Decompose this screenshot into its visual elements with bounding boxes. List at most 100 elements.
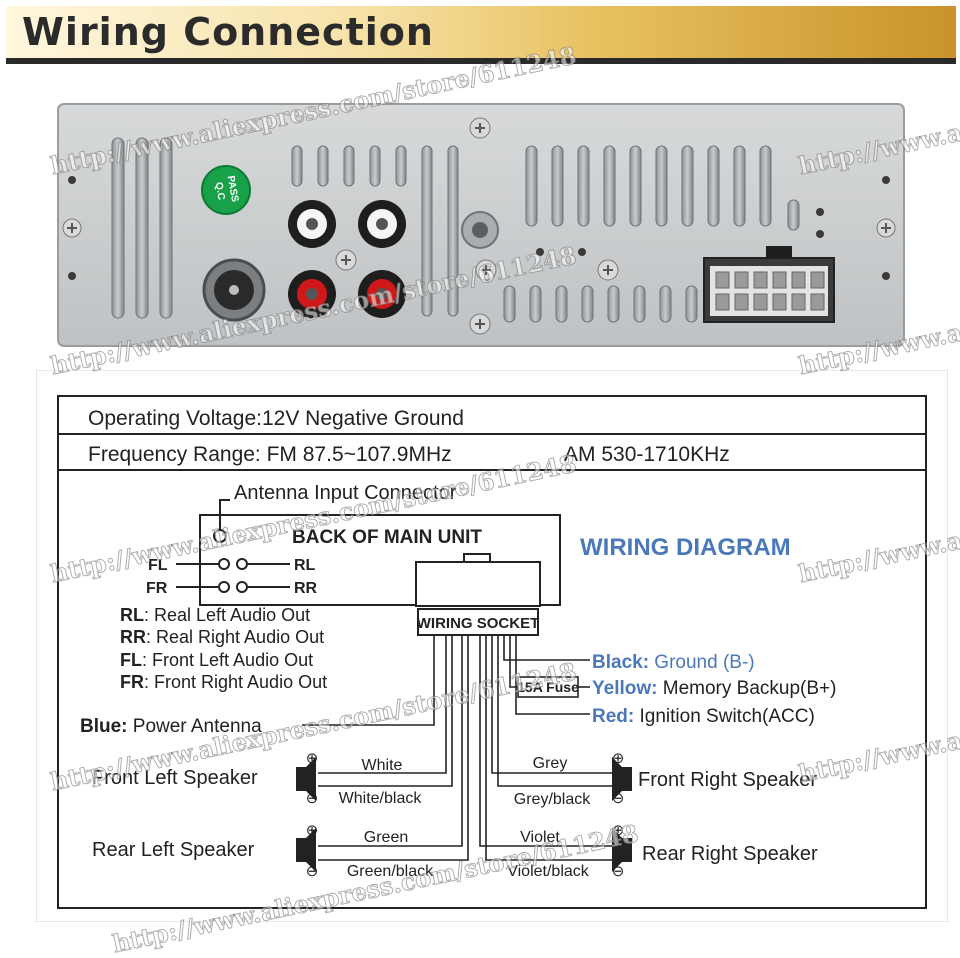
socket-pin — [810, 271, 825, 289]
socket-pin — [772, 293, 787, 311]
cooling-rib — [577, 145, 590, 227]
polarity-signs: ⊕ ⊖ ⊕ ⊖ ⊕ ⊖ ⊕ ⊖ — [306, 750, 625, 880]
jack-label-rr: RR — [294, 580, 318, 597]
cooling-rib — [343, 145, 355, 187]
svg-text:Green: Green — [364, 829, 408, 846]
cooling-rib — [503, 285, 516, 323]
audio-legend: RL: Real Left Audio Out RR: Real Right A… — [120, 605, 327, 692]
cooling-rib — [447, 145, 459, 317]
wire — [318, 636, 463, 847]
wire — [479, 636, 612, 847]
header-banner: Wiring Connection — [0, 0, 960, 70]
wire — [491, 636, 612, 774]
wire-harness — [302, 636, 612, 861]
page-title: Wiring Connection — [22, 10, 434, 54]
wire — [497, 636, 612, 787]
socket-pin — [791, 271, 806, 289]
svg-text:Front Left Speaker: Front Left Speaker — [92, 767, 258, 789]
wire — [318, 636, 447, 774]
socket-pin — [734, 293, 749, 311]
jack-label-rl: RL — [294, 557, 316, 574]
spec-frequency-am: AM 530-1710KHz — [564, 443, 730, 466]
svg-text:Grey/black: Grey/black — [514, 791, 591, 808]
wire-black-label: Black: Ground (B-) — [592, 652, 755, 673]
fuse-label: 15A Fuse — [517, 679, 579, 695]
cooling-rib — [395, 145, 407, 187]
cooling-rib — [659, 285, 672, 323]
svg-text:White/black: White/black — [339, 790, 423, 807]
wire — [302, 636, 435, 726]
socket-pin — [715, 271, 730, 289]
plus-icon: ⊕ — [612, 750, 625, 767]
cooling-rib — [529, 285, 542, 323]
cooling-rib — [421, 145, 433, 317]
legend-item: FR: Front Right Audio Out — [120, 672, 327, 692]
spec-voltage: Operating Voltage:12V Negative Ground — [88, 407, 464, 430]
cooling-rib — [607, 285, 620, 323]
cooling-rib — [135, 137, 149, 319]
minus-icon: ⊖ — [612, 863, 625, 880]
wire — [485, 636, 612, 861]
svg-text:Violet/black: Violet/black — [507, 863, 590, 880]
speaker-rear-right: Rear Right Speaker Violet Violet/black — [507, 828, 818, 880]
cooling-rib — [317, 145, 329, 187]
antenna-input-jack — [202, 258, 266, 322]
wire-yellow-label: Yellow: Memory Backup(B+) — [592, 678, 836, 699]
minus-icon: ⊖ — [612, 790, 625, 807]
socket-pin — [772, 271, 787, 289]
minus-icon: ⊖ — [306, 863, 319, 880]
cooling-ribs — [111, 137, 800, 323]
socket-pin — [753, 271, 768, 289]
cooling-rib — [633, 285, 646, 323]
header-background — [6, 6, 956, 64]
cooling-rib — [787, 199, 800, 231]
cooling-rib — [759, 145, 772, 227]
cooling-rib — [369, 145, 381, 187]
fuse-box — [517, 676, 579, 698]
cooling-rib — [551, 145, 564, 227]
legend-item: RR: Real Right Audio Out — [120, 627, 324, 647]
cooling-rib — [555, 285, 568, 323]
cooling-rib — [159, 137, 173, 319]
screws — [62, 117, 896, 335]
svg-text:Front Right Speaker: Front Right Speaker — [638, 769, 817, 791]
jack-label-fr: FR — [146, 580, 168, 597]
cooling-rib — [685, 285, 698, 323]
legend-item: FL: Front Left Audio Out — [120, 650, 313, 670]
wire-blue-label: Blue: Power Antenna — [80, 716, 262, 737]
rca-jack-rear-left — [288, 200, 336, 248]
svg-text:Rear Left Speaker: Rear Left Speaker — [92, 839, 255, 861]
rca-jack-front-left — [288, 270, 336, 318]
unit-back-panel: PASS Q.C — [57, 103, 905, 347]
plus-icon: ⊕ — [306, 822, 319, 839]
svg-text:Green/black: Green/black — [347, 863, 434, 880]
cooling-rib — [707, 145, 720, 227]
socket-pin — [810, 293, 825, 311]
cooling-rib — [291, 145, 303, 187]
svg-text:Grey: Grey — [533, 755, 568, 772]
wiring-diagram-title: WIRING DIAGRAM — [580, 534, 791, 561]
socket-label: WIRING SOCKET — [417, 615, 540, 632]
cooling-rib — [603, 145, 616, 227]
iso-wiring-socket — [703, 246, 835, 323]
wire — [503, 636, 590, 661]
cooling-rib — [581, 285, 594, 323]
wire — [318, 636, 453, 787]
back-of-unit-label: BACK OF MAIN UNIT — [292, 527, 482, 548]
speaker-front-left: Front Left Speaker White White/black — [92, 757, 422, 807]
speaker-front-right: Front Right Speaker Grey Grey/black — [514, 755, 818, 808]
plus-icon: ⊕ — [306, 750, 319, 767]
diagram-frame — [57, 395, 927, 909]
socket-pin — [715, 293, 730, 311]
socket-pin — [791, 293, 806, 311]
svg-text:PASS: PASS — [225, 175, 240, 203]
mounting-holes — [68, 176, 890, 280]
cooling-rib — [681, 145, 694, 227]
svg-text:Q.C: Q.C — [213, 181, 227, 200]
svg-text:Violet: Violet — [520, 829, 560, 846]
cooling-rib — [629, 145, 642, 227]
wire-red-label: Red: Ignition Switch(ACC) — [592, 706, 815, 727]
socket-label-box — [417, 608, 539, 636]
rca-jack-front-right — [358, 270, 406, 318]
wire — [318, 636, 469, 861]
